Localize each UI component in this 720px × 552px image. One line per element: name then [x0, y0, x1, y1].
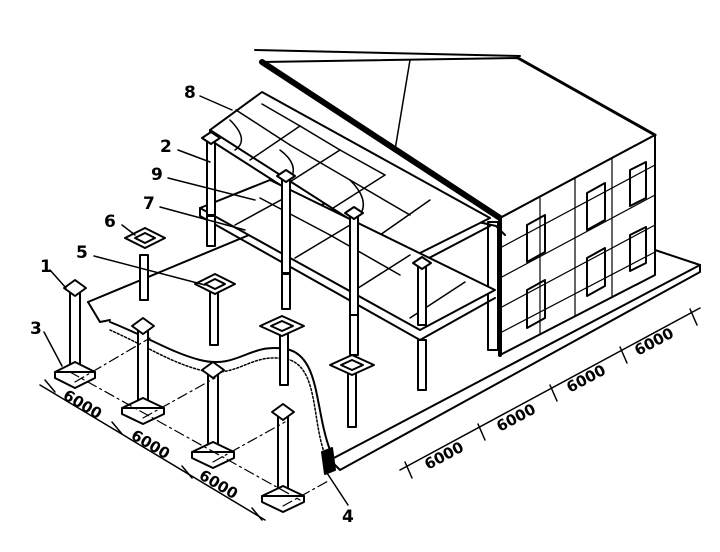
column-footings [54, 227, 375, 513]
grid-axes [69, 337, 331, 507]
column-heads [63, 131, 432, 421]
callout-2: 2 [160, 137, 172, 157]
dim-right-2: 6000 [493, 400, 538, 435]
leader-lines [43, 95, 349, 506]
dim-right-4: 6000 [631, 324, 676, 359]
callout-3: 3 [30, 319, 42, 339]
dim-right-1: 6000 [421, 438, 466, 473]
callout-5: 5 [76, 243, 88, 263]
left-dimension-line [39, 379, 266, 521]
dim-left-3: 6000 [196, 466, 241, 503]
dim-left-1: 6000 [60, 386, 105, 423]
callout-1: 1 [40, 257, 52, 277]
callout-6: 6 [104, 212, 116, 232]
callout-9: 9 [151, 165, 163, 185]
columns [69, 139, 427, 495]
callout-7: 7 [143, 194, 155, 214]
callout-8: 8 [184, 83, 196, 103]
callout-4: 4 [342, 507, 354, 527]
right-dimension-line [399, 307, 701, 479]
dim-right-3: 6000 [563, 361, 608, 396]
dim-left-2: 6000 [128, 426, 173, 463]
